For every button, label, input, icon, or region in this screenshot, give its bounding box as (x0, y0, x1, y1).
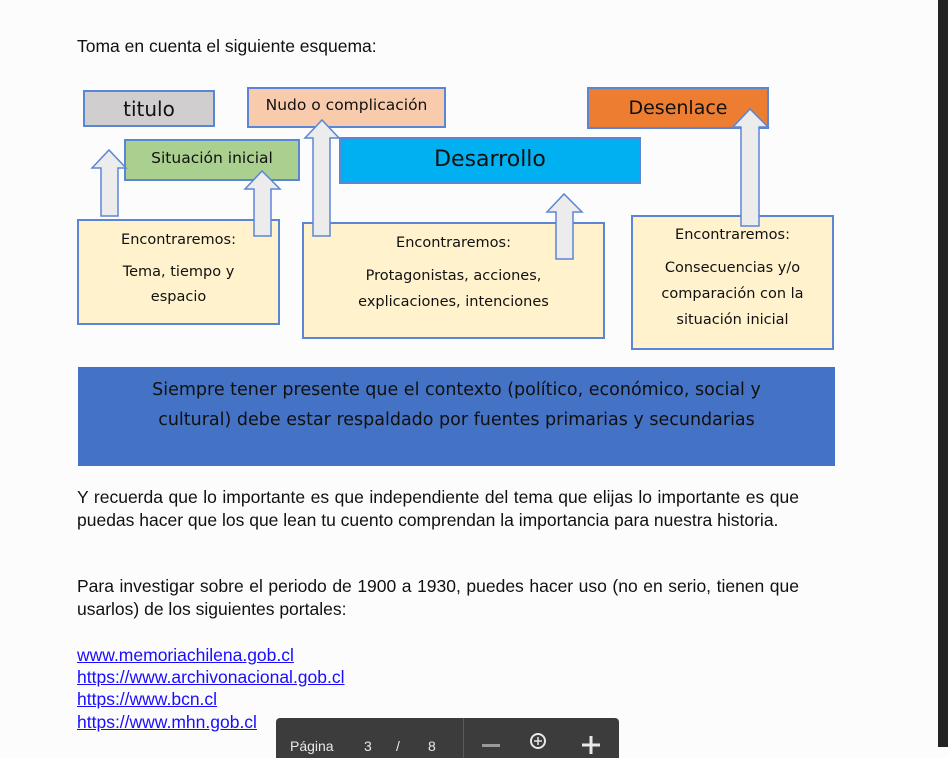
banner-line: cultural) debe estar respaldado por fuen… (158, 410, 755, 430)
up-arrow-icon (303, 118, 341, 237)
box-body-line: situación inicial (676, 312, 789, 328)
scrollbar[interactable] (938, 0, 948, 747)
desenlace-details-box: Encontraremos: Consecuencias y/o compara… (631, 215, 834, 350)
intro-text: Toma en cuenta el siguiente esquema: (77, 36, 377, 56)
link-memoriachilena[interactable]: www.memoriachilena.gob.cl (77, 645, 294, 665)
banner-line: Siempre tener presente que el contexto (… (152, 380, 761, 400)
up-arrow-icon (90, 148, 128, 217)
box-heading: Encontraremos: (396, 235, 511, 251)
box-body-line: comparación con la (661, 286, 804, 302)
box-body-line: Protagonistas, acciones, (365, 268, 542, 284)
page-separator: / (396, 738, 400, 754)
box-body-line: Tema, tiempo y (122, 264, 235, 280)
box-heading: Encontraremos: (675, 227, 790, 243)
box-heading: Encontraremos: (121, 232, 236, 248)
total-pages: 8 (428, 738, 436, 754)
link-archivonacional[interactable]: https://www.archivonacional.gob.cl (77, 667, 345, 687)
desarrollo-box: Desarrollo (339, 137, 641, 184)
nudo-box: Nudo o complicación (247, 87, 446, 128)
titulo-box: titulo (83, 90, 215, 127)
situacion-details-box: Encontraremos: Tema, tiempo y espacio (77, 219, 280, 325)
paragraph-recuerda: Y recuerda que lo importante es que inde… (77, 487, 799, 530)
pdf-page-toolbar: Página 3 / 8 (276, 718, 619, 758)
box-body-line: espacio (150, 289, 207, 305)
desarrollo-details-box: Encontraremos: Protagonistas, acciones, … (302, 222, 605, 339)
toolbar-divider (463, 718, 464, 758)
up-arrow-icon (545, 192, 584, 260)
link-mhn[interactable]: https://www.mhn.gob.cl (77, 712, 257, 732)
up-arrow-icon (243, 169, 282, 237)
zoom-out-icon[interactable] (482, 744, 500, 747)
diagram-arrows (90, 107, 770, 260)
up-arrow-icon (731, 107, 770, 227)
paragraph-investigar: Para investigar sobre el periodo de 1900… (77, 576, 799, 619)
box-body-line: explicaciones, intenciones (358, 294, 549, 310)
zoom-fit-icon[interactable] (529, 732, 547, 750)
page-label: Página (290, 738, 334, 754)
situacion-inicial-box: Situación inicial (124, 139, 300, 181)
current-page-input[interactable]: 3 (364, 738, 372, 754)
link-bcn[interactable]: https://www.bcn.cl (77, 689, 218, 709)
zoom-in-icon[interactable] (581, 735, 601, 755)
box-body-line: Consecuencias y/o (664, 260, 801, 276)
context-banner: Siempre tener presente que el contexto (… (78, 367, 835, 466)
